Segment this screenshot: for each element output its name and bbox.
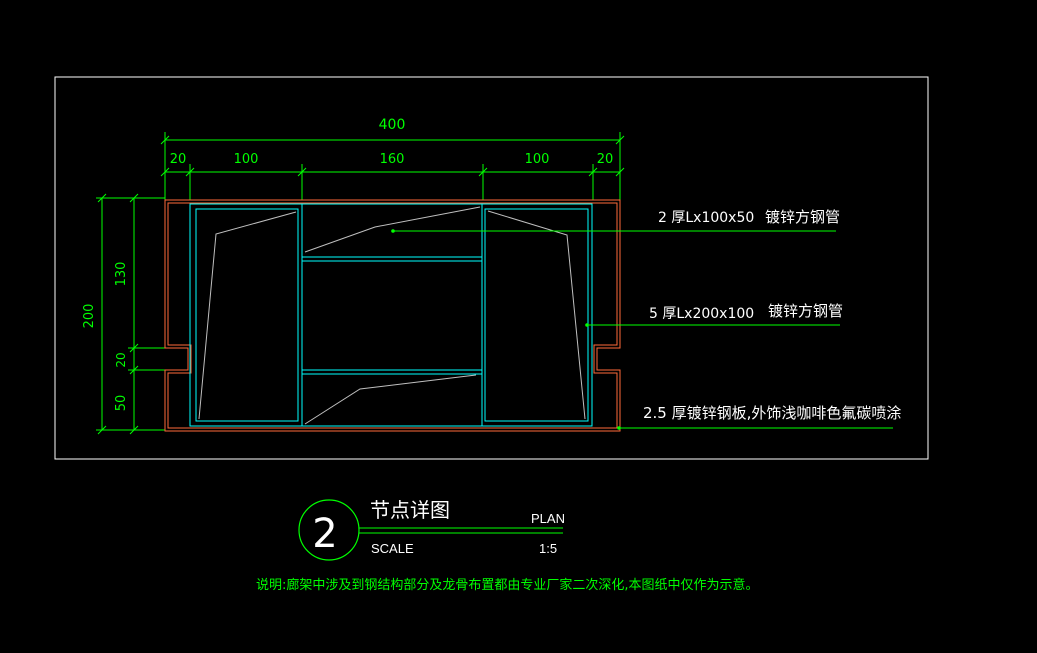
- label-tube-small-material: 镀锌方钢管: [765, 208, 840, 226]
- dim-segment-2: 100: [234, 152, 259, 167]
- dim-overall-height: 200: [82, 304, 97, 329]
- horizontal-dimensions: [160, 132, 625, 200]
- steel-tubes: [189, 203, 593, 427]
- outer-steel-plate: [164, 199, 621, 432]
- scale-label: SCALE: [371, 541, 414, 556]
- leader-dot-2: [585, 323, 589, 327]
- leader-dot-3: [617, 426, 621, 430]
- dim-segment-3: 160: [380, 152, 405, 167]
- scale-value: 1:5: [539, 541, 557, 556]
- detail-title: 节点详图: [370, 498, 450, 522]
- dim-vertical-2: 20: [114, 352, 128, 367]
- drawing-note: 说明:廊架中涉及到钢结构部分及龙骨布置都由专业厂家二次深化,本图纸中仅作为示意。: [256, 577, 759, 593]
- tube-left: [195, 208, 299, 422]
- leader-lines: [393, 230, 893, 429]
- detail-number: 2: [312, 511, 337, 557]
- view-label: PLAN: [531, 511, 565, 526]
- drawing-frame: [54, 76, 929, 460]
- vertical-dimensions: [96, 193, 165, 435]
- tube-frame-outer: [189, 203, 593, 427]
- section-hatch: [198, 206, 586, 425]
- detail-number-circle: [298, 499, 360, 561]
- leader-dot-1: [391, 229, 395, 233]
- dim-overall-width: 400: [379, 117, 406, 133]
- label-tube-small-spec: 2 厚Lx100x50: [658, 210, 754, 226]
- dim-vertical-3: 50: [114, 395, 129, 412]
- dim-vertical-1: 130: [114, 262, 129, 287]
- tube-right: [484, 208, 589, 422]
- label-tube-large-material: 镀锌方钢管: [768, 302, 843, 320]
- dim-segment-1: 20: [170, 152, 187, 167]
- dim-segment-4: 100: [525, 152, 550, 167]
- label-plate-spec: 2.5 厚镀锌钢板,外饰浅咖啡色氟碳喷涂: [643, 404, 901, 422]
- label-tube-large-spec: 5 厚Lx200x100: [649, 306, 754, 322]
- dim-segment-5: 20: [597, 152, 614, 167]
